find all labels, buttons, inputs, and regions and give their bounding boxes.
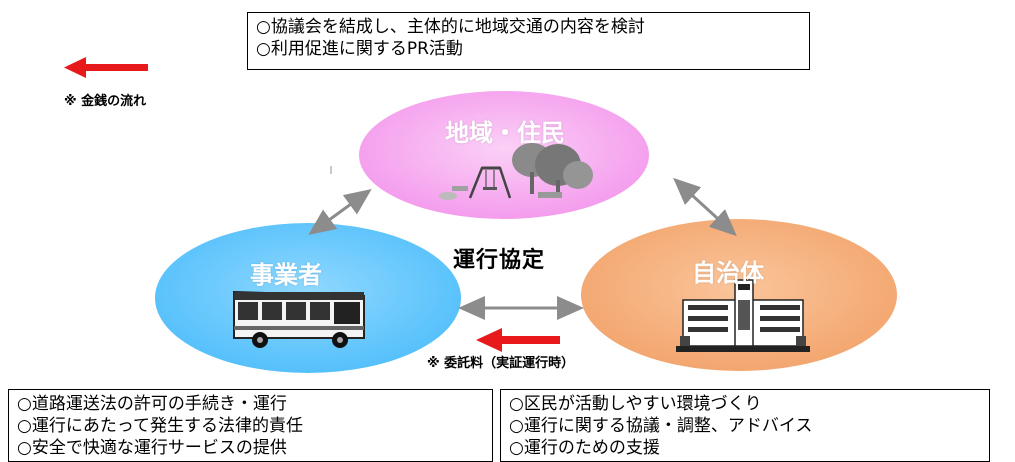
municipality-responsibility-box: ○区民が活動しやすい環境づくり ○運行に関する協議・調整、アドバイス ○運行のた… bbox=[500, 389, 990, 462]
operator-box-line: ○安全で快適な運行サービスの提供 bbox=[17, 438, 287, 458]
building-icon bbox=[676, 279, 810, 352]
commission-arrow bbox=[476, 328, 560, 352]
municipality-box-line: ○運行のための支援 bbox=[509, 438, 660, 458]
money-flow-arrow bbox=[64, 57, 148, 78]
arrow-operator-residents bbox=[308, 188, 372, 236]
money-flow-note: ※ 金銭の流れ bbox=[64, 94, 147, 109]
municipality-box-line: ○運行に関する協議・調整、アドバイス bbox=[509, 416, 813, 436]
operator-responsibility-box: ○道路運送法の許可の手続き・運行 ○運行にあたって発生する法律的責任 ○安全で快… bbox=[8, 389, 493, 462]
top-responsibility-box: ○協議会を結成し、主体的に地域交通の内容を検討 ○利用促進に関するPR活動 bbox=[247, 12, 810, 70]
top-box-line: ○協議会を結成し、主体的に地域交通の内容を検討 bbox=[256, 17, 645, 37]
park-icon bbox=[439, 143, 593, 200]
municipality-box-line: ○区民が活動しやすい環境づくり bbox=[509, 394, 762, 414]
residents-label: 地域・住民 bbox=[445, 119, 565, 147]
top-box-line: ○利用促進に関するPR活動 bbox=[256, 39, 463, 59]
stray-mark bbox=[330, 166, 332, 174]
municipality-label: 自治体 bbox=[692, 259, 764, 287]
residents-node bbox=[359, 91, 649, 219]
operator-box-line: ○道路運送法の許可の手続き・運行 bbox=[17, 394, 287, 414]
commission-note: ※ 委託料（実証運行時） bbox=[427, 356, 575, 371]
operator-label: 事業者 bbox=[250, 261, 322, 289]
municipality-node bbox=[581, 219, 897, 371]
operator-node bbox=[155, 223, 461, 373]
bus-icon bbox=[233, 290, 365, 348]
operator-box-line: ○運行にあたって発生する法律的責任 bbox=[17, 416, 303, 436]
arrow-residents-municipality bbox=[673, 177, 737, 237]
agreement-label: 運行協定 bbox=[453, 248, 546, 273]
